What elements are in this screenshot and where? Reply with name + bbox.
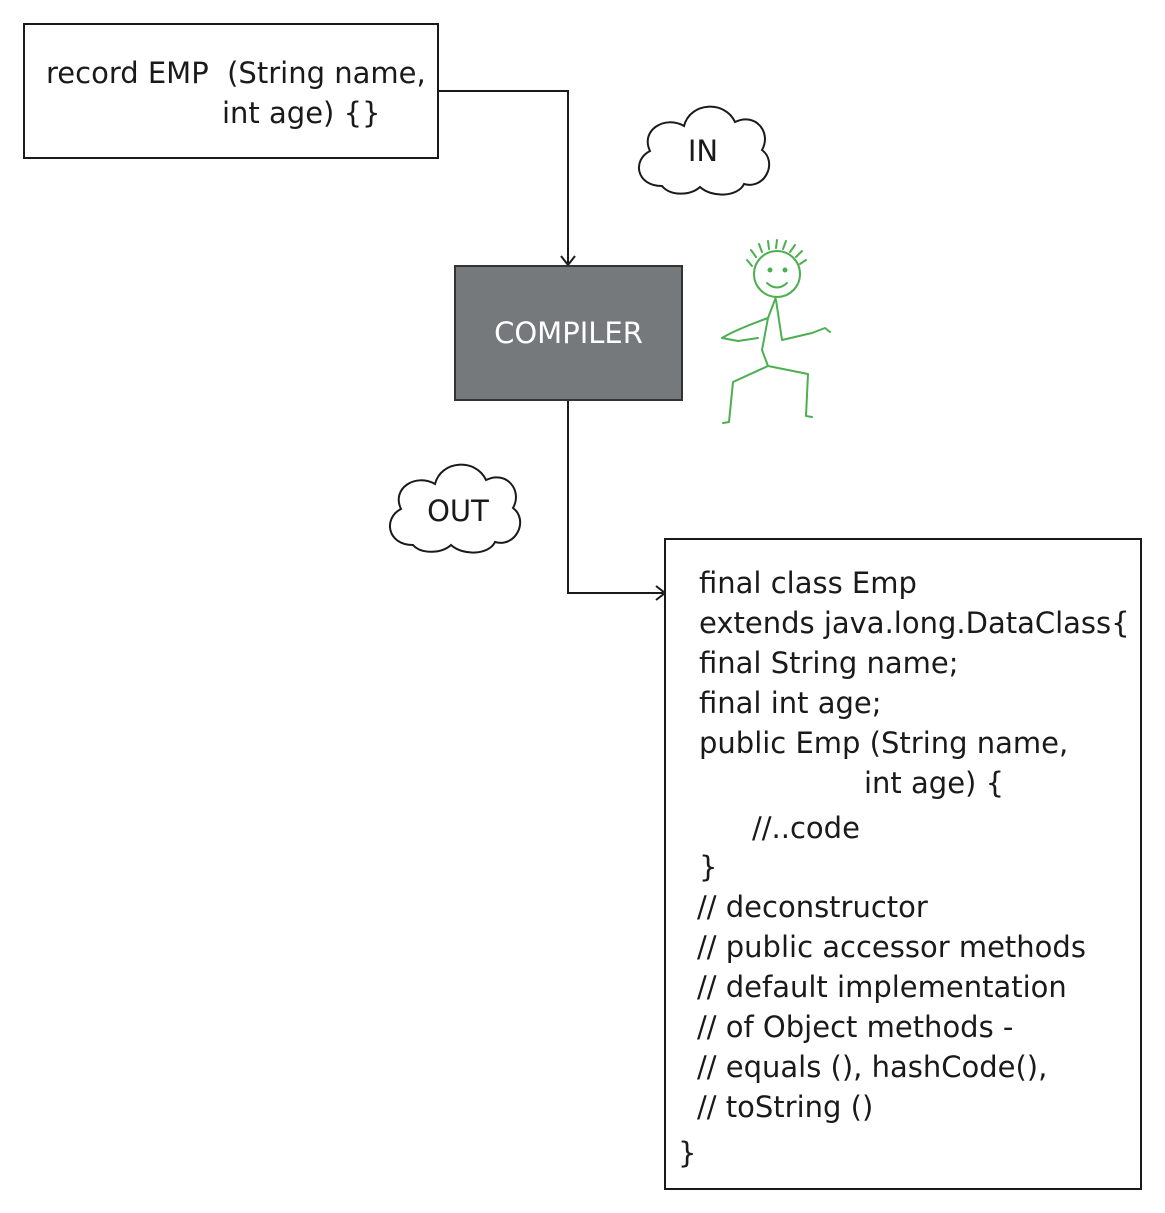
output-line: //..code: [752, 811, 860, 845]
input-line-2: int age) {}: [222, 96, 381, 130]
output-line: // default implementation: [697, 970, 1067, 1004]
output-line: final int age;: [699, 686, 882, 720]
output-line: extends java.long.DataClass{: [699, 606, 1130, 640]
out-cloud-label: OUT: [427, 494, 489, 528]
arrow-compiler-to-output: [567, 401, 663, 594]
input-record-box: record EMP (String name, int age) {}: [23, 23, 439, 159]
out-cloud-icon: [389, 463, 522, 554]
output-line: // deconstructor: [697, 890, 928, 924]
output-line: // toString (): [697, 1090, 874, 1124]
output-line: // public accessor methods: [697, 930, 1086, 964]
in-cloud-label: IN: [687, 134, 719, 168]
output-line: final String name;: [699, 646, 959, 680]
output-line: }: [678, 1136, 697, 1170]
compiler-label: COMPILER: [494, 316, 643, 350]
output-line: }: [699, 850, 718, 884]
output-line: int age) {: [864, 766, 1005, 800]
output-class-box: final class Emp extends java.long.DataCl…: [664, 538, 1142, 1190]
arrow-input-to-compiler: [439, 90, 569, 263]
output-line: // of Object methods -: [697, 1010, 1014, 1044]
compiler-box: COMPILER: [454, 265, 683, 401]
running-stick-figure-icon: [721, 239, 831, 424]
output-line: final class Emp: [699, 566, 917, 600]
output-line: public Emp (String name,: [699, 726, 1069, 760]
input-line-1: record EMP (String name,: [46, 56, 426, 90]
in-cloud-icon: [638, 105, 771, 196]
output-line: // equals (), hashCode(),: [697, 1050, 1048, 1084]
